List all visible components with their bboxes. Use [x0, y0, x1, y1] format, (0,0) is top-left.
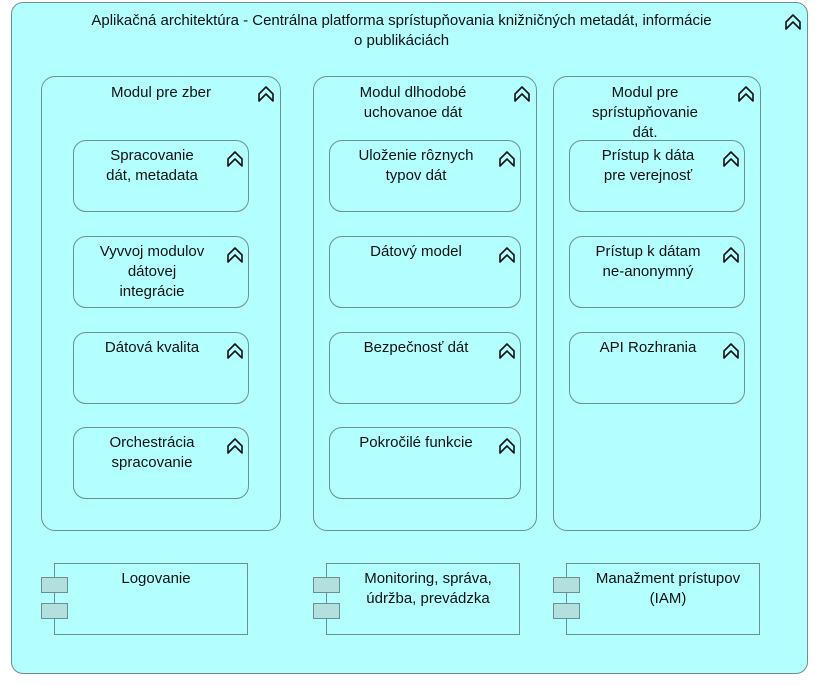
function-label: Uloženie rôznych typov dát — [358, 147, 474, 184]
module-label: Modul pre zber — [110, 84, 212, 101]
function-label: Prístup k dátam ne-anonymný — [595, 243, 701, 280]
function-icon — [226, 245, 244, 263]
function-icon — [498, 341, 516, 359]
component-label: Manažment prístupov (IAM) — [595, 570, 741, 607]
component-tab-icon — [553, 577, 580, 593]
component-tab-icon — [41, 603, 68, 619]
module-label: Modul dlhodobé uchovanoe dát — [359, 84, 467, 121]
function-storage-types: Uloženie rôznych typov dát — [329, 140, 521, 212]
function-label: Spracovanie dát, metadata — [106, 147, 198, 184]
function-data-model: Dátový model — [329, 236, 521, 308]
function-icon — [784, 12, 802, 30]
component-tab-icon — [313, 603, 340, 619]
component-tab-icon — [553, 603, 580, 619]
function-data-processing: Spracovanie dát, metadata — [73, 140, 249, 212]
function-integration-modules: Vyvvoj modulov dátovej integrácie — [73, 236, 249, 308]
function-label: Orchestrácia spracovanie — [109, 434, 195, 471]
function-non-anonymous-access: Prístup k dátam ne-anonymný — [569, 236, 745, 308]
function-icon — [737, 84, 755, 102]
function-public-access: Prístup k dáta pre verejnosť — [569, 140, 745, 212]
function-icon — [498, 149, 516, 167]
component-monitoring: Monitoring, správa, údržba, prevádzka — [326, 563, 520, 635]
function-icon — [226, 149, 244, 167]
function-icon — [257, 84, 275, 102]
function-data-security: Bezpečnosť dát — [329, 332, 521, 404]
diagram-title: Aplikačná architektúra - Centrálna platf… — [91, 12, 712, 49]
component-logging: Logovanie — [54, 563, 248, 635]
function-icon — [722, 245, 740, 263]
function-icon — [722, 149, 740, 167]
component-tab-icon — [41, 577, 68, 593]
function-api: API Rozhrania — [569, 332, 745, 404]
function-icon — [498, 436, 516, 454]
function-orchestration: Orchestrácia spracovanie — [73, 427, 249, 499]
component-label: Monitoring, správa, údržba, prevádzka — [364, 570, 492, 607]
function-icon — [722, 341, 740, 359]
function-label: Dátový model — [370, 243, 462, 260]
function-icon — [226, 436, 244, 454]
function-label: Dátová kvalita — [104, 339, 200, 356]
module-label: Modul pre sprístupňovanie dát. — [592, 84, 698, 141]
function-label: Vyvvoj modulov dátovej integrácie — [99, 243, 205, 300]
component-iam: Manažment prístupov (IAM) — [566, 563, 760, 635]
function-data-quality: Dátová kvalita — [73, 332, 249, 404]
function-label: Prístup k dáta pre verejnosť — [601, 147, 695, 184]
component-tab-icon — [313, 577, 340, 593]
function-icon — [513, 84, 531, 102]
function-label: API Rozhrania — [599, 339, 697, 356]
function-advanced: Pokročilé funkcie — [329, 427, 521, 499]
function-icon — [226, 341, 244, 359]
function-icon — [498, 245, 516, 263]
function-label: Pokročilé funkcie — [359, 434, 473, 451]
function-label: Bezpečnosť dát — [363, 339, 469, 356]
component-label: Logovanie — [121, 570, 191, 587]
